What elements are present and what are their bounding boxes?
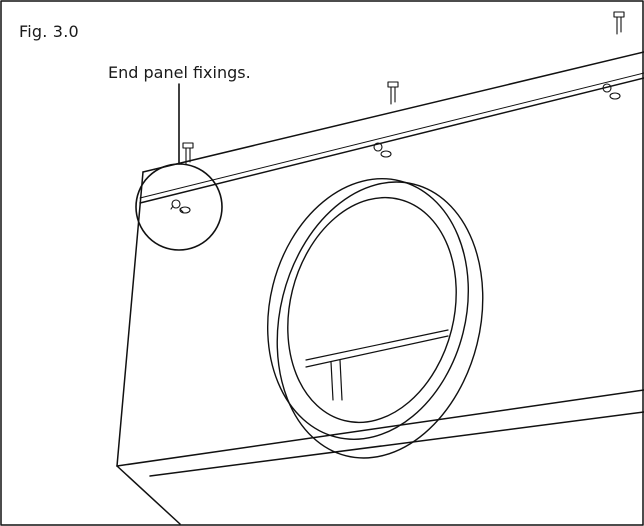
callout-label: End panel fixings. [108,63,251,82]
internal-frame [305,329,449,401]
top-bolt-3 [613,11,625,35]
circular-spigot [266,178,484,459]
top-bolt-2 [387,81,399,105]
callout-marker [135,83,223,251]
unit-body [116,51,644,525]
wing-nut-fixing-2 [373,142,392,158]
figure-label: Fig. 3.0 [19,22,79,41]
top-bolt-1 [182,142,194,165]
wing-nut-fixing-3 [602,83,621,100]
wing-nut-fixing-1 [170,199,191,214]
